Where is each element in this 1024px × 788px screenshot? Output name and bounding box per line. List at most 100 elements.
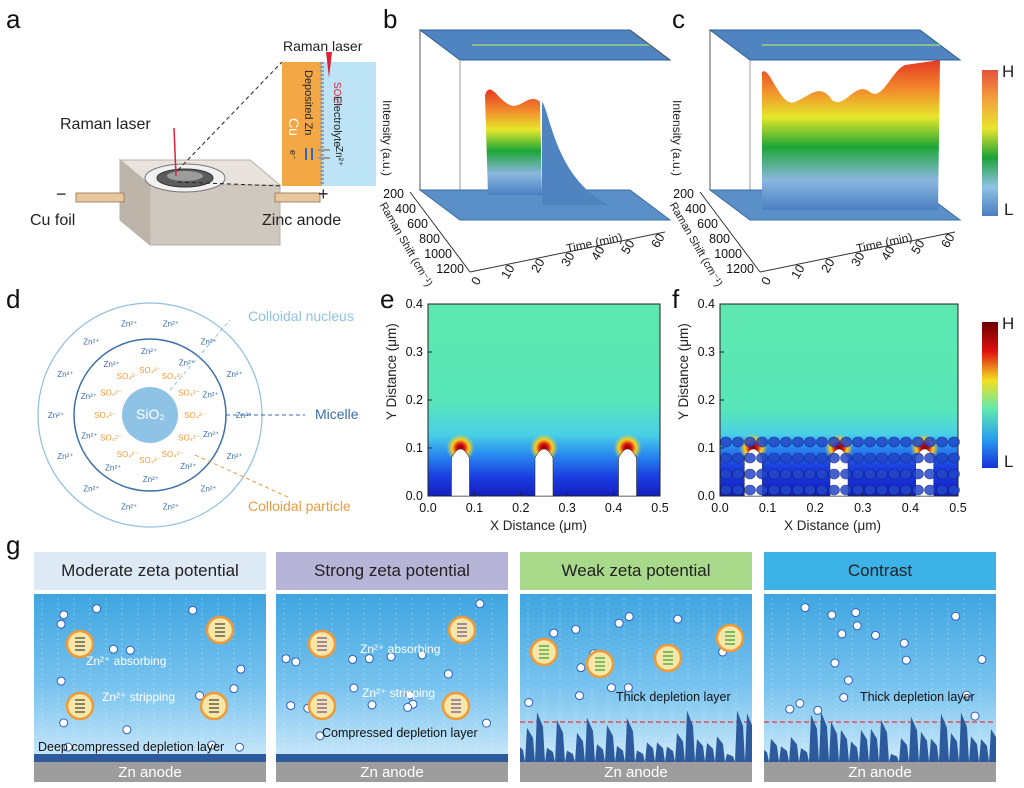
plus-sign: + <box>318 184 329 204</box>
colloidal-particle-label: Colloidal particle <box>248 498 351 514</box>
sulfate-ion-marker: SO₄²⁻ <box>117 372 139 381</box>
time-tick-label: 10 <box>498 262 517 281</box>
panel-label-f: f <box>672 284 680 314</box>
time-tick-label: 20 <box>528 256 547 275</box>
colloid-particle <box>756 484 768 496</box>
raman-3d-surface-c <box>699 29 962 273</box>
colloid-particle <box>912 484 924 496</box>
colloid-particle <box>852 468 864 480</box>
colloid-particle <box>780 436 792 448</box>
colloid-particle <box>732 484 744 496</box>
panel-g-title: Moderate zeta potential <box>34 552 266 590</box>
zn-cation <box>386 652 396 662</box>
colloid-particle <box>912 468 924 480</box>
zn-cation <box>234 742 244 752</box>
colloid-particle <box>768 436 780 448</box>
zn-cation <box>977 655 987 665</box>
colloid-particle <box>840 436 852 448</box>
panel-label-a: a <box>6 4 21 34</box>
colloid-particle <box>948 436 960 448</box>
zn-cation <box>349 683 359 693</box>
sulfate-label: SO₄²⁻ <box>331 82 342 110</box>
colloid-particle <box>876 484 888 496</box>
laser-beam <box>173 127 177 177</box>
sulfate-ion-marker: SO₄²⁻ <box>178 434 200 443</box>
x-tick-label: 0.2 <box>512 501 529 515</box>
colloid-particle <box>828 452 840 464</box>
colloid-particle <box>912 452 924 464</box>
panel-g-moderate: Moderate zeta potential Zn anode Zn²⁺ ab… <box>34 552 266 782</box>
zn-ion-marker: Zn²⁺ <box>203 430 219 439</box>
zn-cation <box>481 718 491 728</box>
zn-cation <box>403 702 413 712</box>
depletion-layer-label: Thick depletion layer <box>860 690 975 704</box>
micelle-diagram: Zn²⁺Zn²⁺Zn²⁺Zn²⁺Zn²⁺Zn²⁺Zn²⁺Zn²⁺Zn²⁺Zn²⁺… <box>37 302 305 528</box>
zn-cation <box>673 614 683 624</box>
panel-label-c: c <box>672 4 685 34</box>
zn-cation <box>56 619 66 629</box>
x-tick-label: 0.2 <box>807 501 824 515</box>
colloid-particle <box>900 468 912 480</box>
raman-3d-surface-b <box>409 29 672 273</box>
zn-cation <box>236 664 246 674</box>
zn-cation <box>281 654 291 664</box>
zn-ion-marker: Zn²⁺ <box>200 484 216 493</box>
zn-cation <box>63 742 73 752</box>
zn-cation <box>125 645 135 655</box>
dendrite-tip <box>534 448 554 497</box>
zn-ion-marker: Zn²⁺ <box>81 432 97 441</box>
zn-cation <box>837 629 847 639</box>
shift-tick-label: 800 <box>709 232 730 246</box>
colloid-particle <box>756 436 768 448</box>
x-tick-label: 0.1 <box>759 501 776 515</box>
shift-tick-label: 1200 <box>726 262 754 276</box>
colloid-particle <box>864 436 876 448</box>
colloid-particle <box>888 484 900 496</box>
zn-cation <box>59 610 69 620</box>
deposited-zn-label: Deposited Zn <box>302 70 314 136</box>
time-tick-label: 30 <box>558 250 577 269</box>
zn-cation <box>962 690 972 700</box>
zn-cation <box>624 612 634 622</box>
electron-label: e⁻ <box>288 150 298 160</box>
electrolyte-scene <box>34 594 266 762</box>
zn-cation <box>364 654 374 664</box>
stripping-label: Zn²⁺ stripping <box>362 686 436 700</box>
panel-g-title: Weak zeta potential <box>520 552 752 590</box>
colloid-particle <box>65 691 95 721</box>
colloid-particle <box>828 484 840 496</box>
colloid-particle <box>852 452 864 464</box>
colloid-particle <box>792 484 804 496</box>
colloid-particle <box>948 484 960 496</box>
colloid-particle <box>936 468 948 480</box>
zn-ion-marker: Zn²⁺ <box>57 452 73 461</box>
colloid-particle <box>864 484 876 496</box>
colloidal-nucleus-label: Colloidal nucleus <box>248 308 354 324</box>
colloid-particle <box>936 436 948 448</box>
zn-cation <box>839 692 849 702</box>
zn-cation <box>475 599 485 609</box>
sulfate-ion-marker: SO₄²⁻ <box>184 411 206 420</box>
colloid-particle <box>924 468 936 480</box>
panel-label-d: d <box>6 284 21 314</box>
colloid-particle <box>715 623 745 653</box>
zn-cation <box>575 691 584 701</box>
zn-anode-bar: Zn anode <box>34 762 266 782</box>
colloid-particle <box>720 484 732 496</box>
colloid-particle <box>65 629 95 659</box>
colloid-particle <box>780 484 792 496</box>
x-tick-label: 0.0 <box>711 501 728 515</box>
zn-ion-marker: Zn²⁺ <box>121 319 137 328</box>
colloid-particle <box>653 643 683 673</box>
sulfate-ion-marker: SO₄²⁻ <box>162 372 184 381</box>
zn-ion-marker: Zn²⁺ <box>57 370 73 379</box>
x-tick-label: 0.4 <box>902 501 919 515</box>
zn-cation <box>785 704 795 714</box>
panel-label-b: b <box>383 4 398 34</box>
zn-ion-marker: Zn²⁺ <box>200 338 216 347</box>
colloid-particle <box>768 484 780 496</box>
colloid-particle <box>205 615 235 645</box>
depletion-layer-label: Deep compressed depletion layer <box>38 740 225 754</box>
colloid-particle <box>768 452 780 464</box>
zn-ion-marker: Zn²⁺ <box>143 475 159 484</box>
